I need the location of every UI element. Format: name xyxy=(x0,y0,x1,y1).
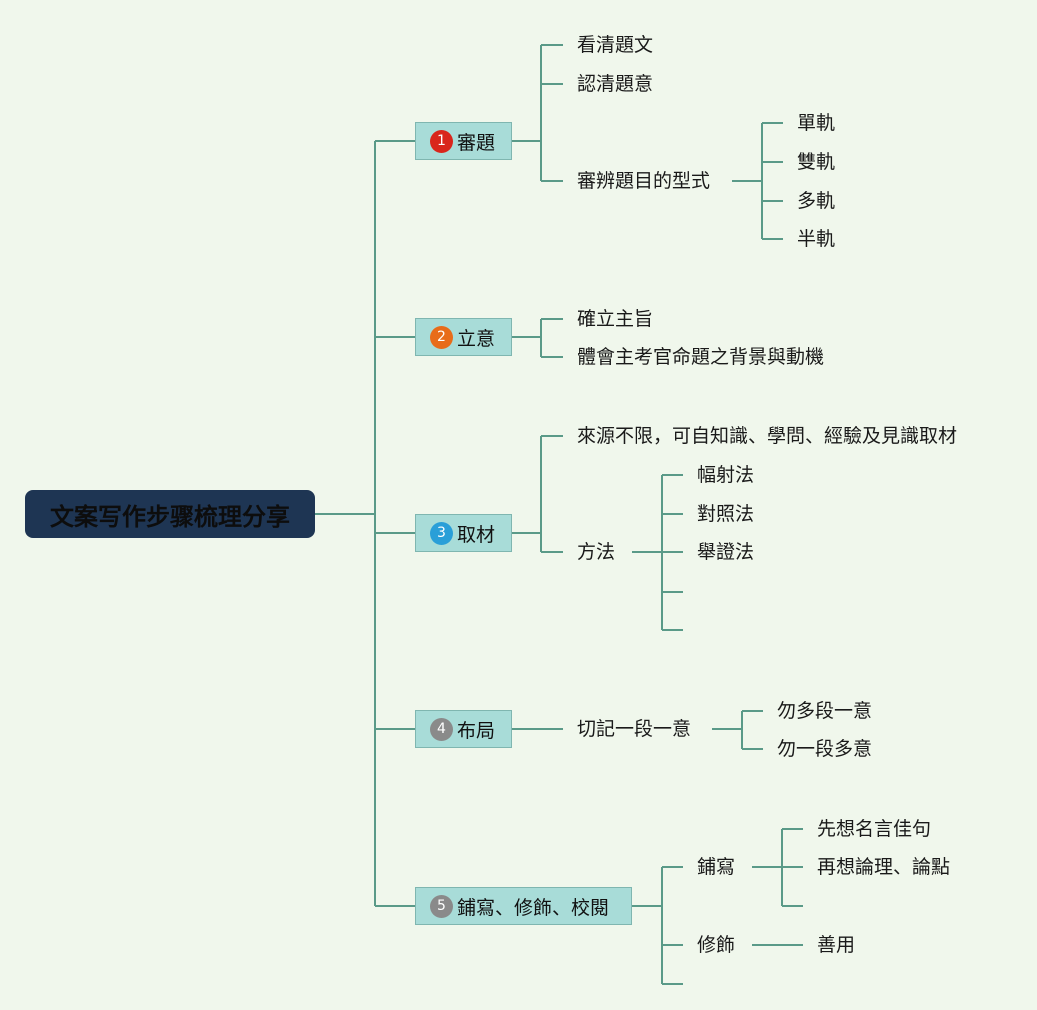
subtopic-node[interactable]: 認清題意 xyxy=(577,73,654,95)
subtopic-node[interactable]: 修飾 xyxy=(697,934,736,956)
subtopic-node[interactable]: 方法 xyxy=(577,541,616,563)
topic-label: 鋪寫、修飾、校閱 xyxy=(457,896,610,919)
subtopic-node[interactable]: 看清題文 xyxy=(577,34,654,56)
subtopic-node[interactable]: 鋪寫 xyxy=(697,856,736,878)
leaf-node[interactable]: 勿多段一意 xyxy=(777,700,873,722)
root-label: 文案写作步骤梳理分享 xyxy=(50,502,290,531)
number-badge-icon: 2 xyxy=(430,325,453,349)
leaf-node[interactable]: 多軌 xyxy=(797,190,836,212)
leaf-node[interactable]: 善用 xyxy=(817,934,856,956)
leaf-node[interactable]: 幅射法 xyxy=(697,464,755,486)
leaf-node[interactable]: 再想論理、論點 xyxy=(817,856,951,878)
leaf-node[interactable]: 舉證法 xyxy=(697,541,755,563)
number-badge-icon: 3 xyxy=(430,521,453,545)
topic-node-2[interactable]: 2 立意 xyxy=(415,318,512,356)
topic-label: 審題 xyxy=(457,131,496,154)
subtopic-node[interactable]: 確立主旨 xyxy=(577,308,654,330)
leaf-node[interactable]: 勿一段多意 xyxy=(777,738,873,760)
subtopic-node[interactable]: 體會主考官命題之背景與動機 xyxy=(577,346,825,368)
topic-label: 布局 xyxy=(457,719,496,742)
leaf-node[interactable]: 單軌 xyxy=(797,112,836,134)
leaf-node[interactable]: 雙軌 xyxy=(797,151,836,173)
topic-node-4[interactable]: 4 布局 xyxy=(415,710,512,748)
topic-label: 立意 xyxy=(457,327,496,350)
subtopic-node[interactable]: 來源不限，可自知識、學問、經驗及見識取材 xyxy=(577,425,958,447)
topic-label: 取材 xyxy=(457,523,496,546)
leaf-node[interactable]: 半軌 xyxy=(797,228,836,250)
leaf-node[interactable]: 先想名言佳句 xyxy=(817,818,932,840)
leaf-node[interactable]: 對照法 xyxy=(697,503,755,525)
topic-node-1[interactable]: 1 審題 xyxy=(415,122,512,160)
topic-node-5[interactable]: 5 鋪寫、修飾、校閱 xyxy=(415,887,632,925)
root-node[interactable]: 文案写作步骤梳理分享 xyxy=(25,490,315,538)
number-badge-icon: 1 xyxy=(430,129,453,153)
topic-node-3[interactable]: 3 取材 xyxy=(415,514,512,552)
number-badge-icon: 5 xyxy=(430,894,453,918)
subtopic-node[interactable]: 切記一段一意 xyxy=(577,718,692,740)
subtopic-node[interactable]: 審辨題目的型式 xyxy=(577,170,711,192)
number-badge-icon: 4 xyxy=(430,717,453,741)
